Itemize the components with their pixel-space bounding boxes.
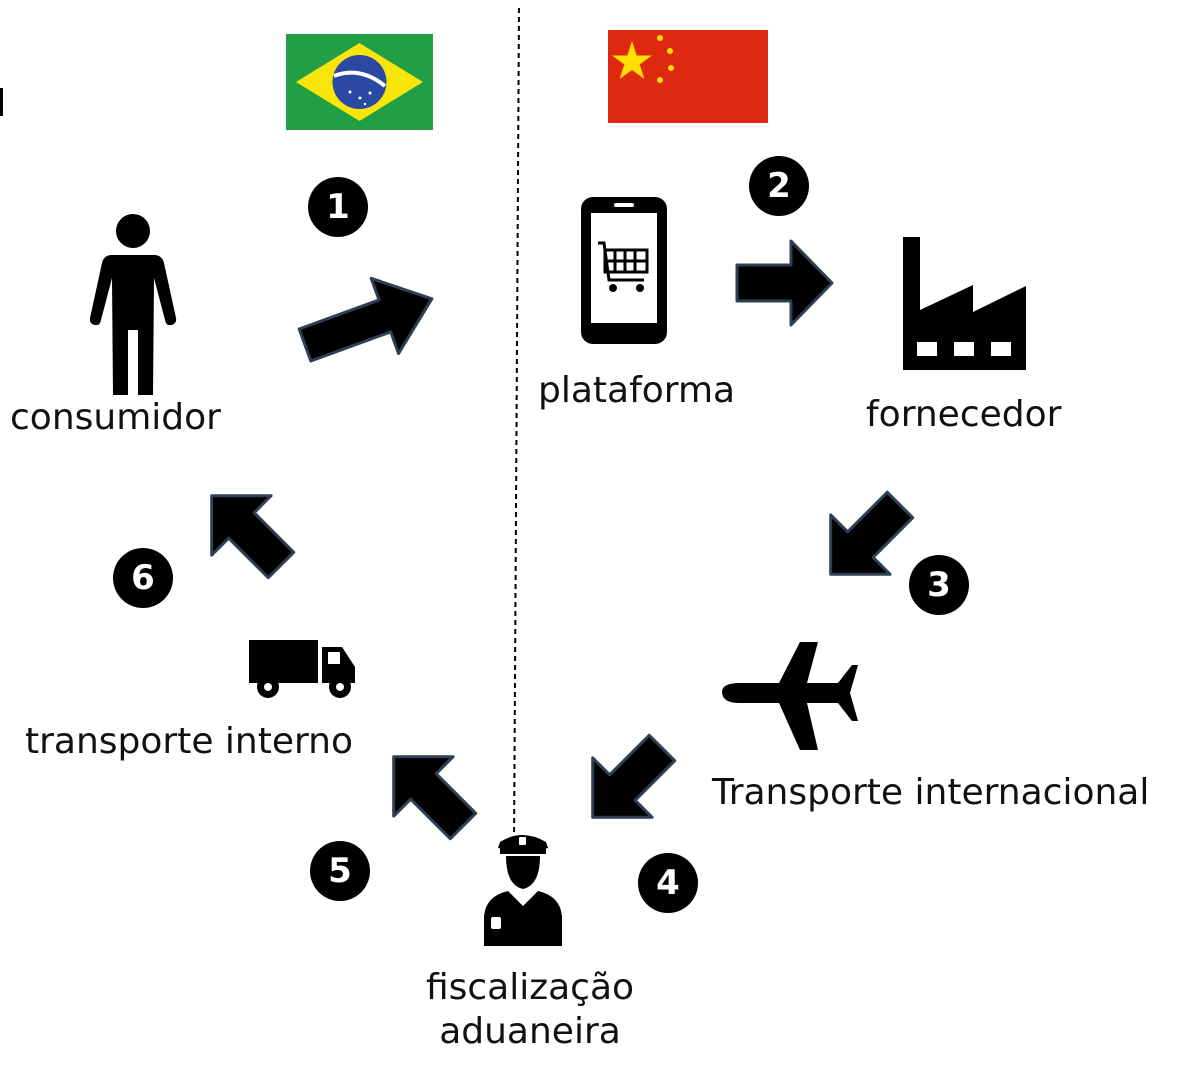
airplane-icon bbox=[722, 642, 858, 750]
brazil-flag bbox=[286, 34, 433, 130]
consumer-label: consumidor bbox=[10, 397, 221, 438]
truck-icon bbox=[249, 640, 355, 698]
step-badge-3: 3 bbox=[909, 555, 969, 615]
step-badge-1: 1 bbox=[308, 177, 368, 237]
police-officer-icon bbox=[484, 835, 562, 946]
supplier-label: fornecedor bbox=[866, 394, 1062, 435]
person-icon bbox=[89, 214, 177, 395]
smartphone-cart-icon bbox=[581, 197, 667, 344]
arrow-2 bbox=[735, 239, 834, 327]
arrow-1 bbox=[297, 276, 434, 363]
factory-icon bbox=[903, 237, 1026, 370]
international-transport-label: Transporte internacional bbox=[712, 772, 1150, 813]
step-badge-2: 2 bbox=[749, 156, 809, 216]
step-badge-4: 4 bbox=[638, 853, 698, 913]
arrow-5 bbox=[392, 755, 478, 841]
border-divider bbox=[513, 7, 520, 846]
edge-mark bbox=[0, 88, 3, 116]
china-flag bbox=[608, 30, 768, 123]
step-badge-5: 5 bbox=[310, 841, 370, 901]
customs-label: fiscalização aduaneira bbox=[425, 967, 635, 1052]
step-badge-6: 6 bbox=[113, 548, 173, 608]
arrow-4 bbox=[591, 733, 677, 819]
platform-label: plataforma bbox=[538, 370, 736, 411]
arrow-6 bbox=[210, 494, 296, 580]
arrow-3 bbox=[829, 490, 915, 576]
domestic-transport-label: transporte interno bbox=[25, 721, 354, 762]
